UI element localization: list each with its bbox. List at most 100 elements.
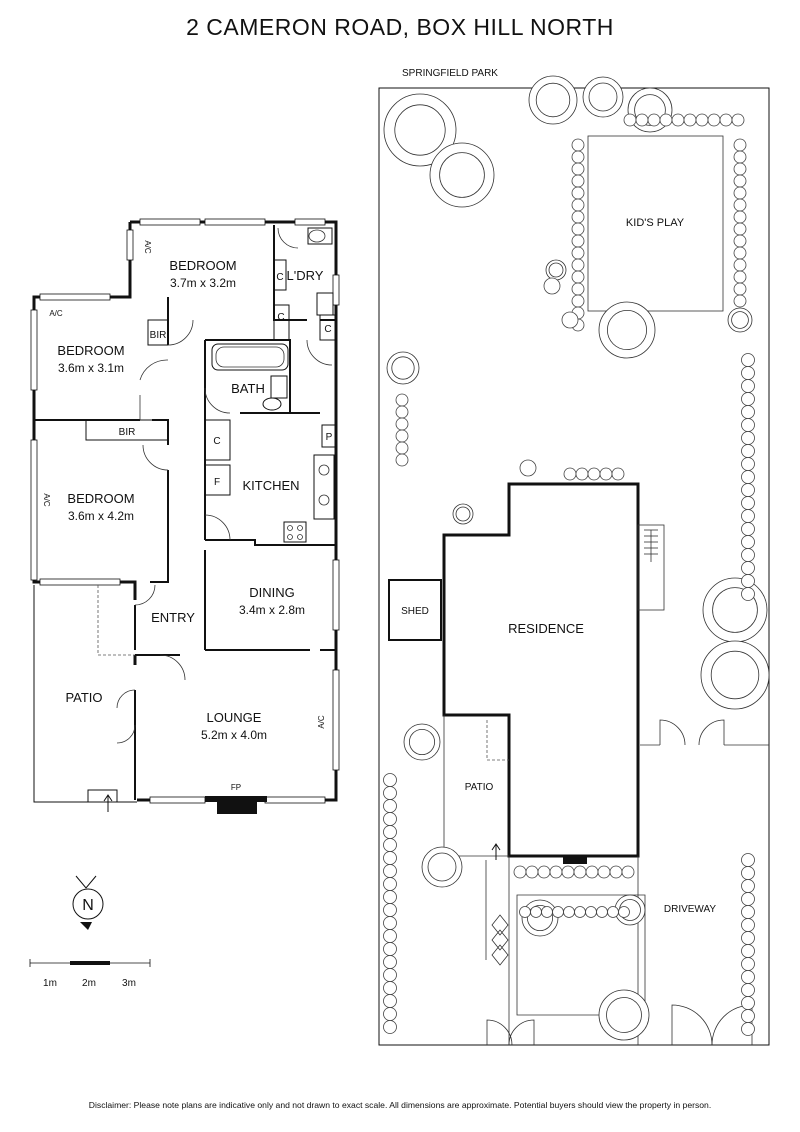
label-ac-lounge: A/C	[317, 715, 326, 729]
shrub	[395, 441, 409, 455]
shrub	[383, 825, 397, 839]
shrub	[741, 418, 755, 432]
shrub	[383, 981, 397, 995]
shrub	[741, 457, 755, 471]
shrub	[383, 929, 397, 943]
shrub	[733, 270, 747, 284]
label-kids-play: KID'S PLAY	[626, 217, 685, 229]
shrub	[395, 417, 409, 431]
tree-inner	[710, 650, 760, 700]
shrub	[541, 906, 553, 918]
shrub	[571, 234, 585, 248]
shrub	[571, 138, 585, 152]
tree-inner	[588, 82, 618, 112]
shrub	[741, 561, 755, 575]
shrub	[683, 113, 697, 127]
shrub	[573, 865, 587, 879]
shrub	[741, 535, 755, 549]
shrub	[733, 174, 747, 188]
shrub	[519, 459, 537, 477]
shrub	[741, 983, 755, 997]
shrub	[741, 522, 755, 536]
shrub	[571, 246, 585, 260]
shrub	[741, 470, 755, 484]
room-kitchen-name: KITCHEN	[242, 478, 299, 493]
room-lounge-name: LOUNGE	[207, 710, 262, 725]
shrub	[383, 773, 397, 787]
patio-outline	[33, 585, 137, 803]
shrub	[561, 865, 575, 879]
windows	[30, 218, 340, 804]
shrub	[519, 906, 531, 918]
residence-fireplace	[563, 856, 587, 864]
shrub	[741, 509, 755, 523]
shrub	[741, 496, 755, 510]
patio-arrow	[103, 794, 113, 812]
built-ins	[85, 259, 337, 496]
shrub	[741, 431, 755, 445]
site-gates	[486, 719, 769, 1046]
shrub	[537, 865, 551, 879]
shrub	[383, 1007, 397, 1021]
shrub	[561, 311, 579, 329]
site-patio-dashed	[486, 720, 509, 761]
shrub	[571, 270, 585, 284]
label-cupboard-laundry-2: C	[277, 312, 284, 323]
shrub	[741, 879, 755, 893]
shrub	[563, 906, 575, 918]
shrub	[671, 113, 685, 127]
shrub	[618, 906, 630, 918]
label-site-patio: PATIO	[465, 782, 494, 793]
shrub	[383, 955, 397, 969]
shrub	[552, 906, 564, 918]
shrub	[543, 277, 561, 295]
label-bir-bedroom-2: BIR	[150, 330, 167, 341]
shrub	[383, 903, 397, 917]
shrub	[647, 113, 661, 127]
shrub	[741, 931, 755, 945]
tree-inner	[606, 997, 642, 1033]
label-ac-bedroom-3: A/C	[42, 493, 51, 507]
tree-inner	[607, 309, 648, 350]
shrub	[741, 366, 755, 380]
shrub	[733, 186, 747, 200]
disclaimer: Disclaimer: Please note plans are indica…	[88, 1100, 712, 1110]
shrub	[571, 282, 585, 296]
label-pantry: P	[326, 432, 333, 443]
shrub	[741, 1022, 755, 1036]
shrub	[596, 906, 608, 918]
shrub	[571, 210, 585, 224]
shrub	[623, 113, 637, 127]
scale-bar: 1m 2m 3m	[29, 959, 151, 989]
shrub	[733, 222, 747, 236]
room-dining-name: DINING	[249, 585, 295, 600]
shrub	[395, 429, 409, 443]
room-bedroom-2-name: BEDROOM	[57, 343, 124, 358]
scale-label-2: 2m	[82, 978, 96, 989]
label-bir-bedroom-3: BIR	[119, 427, 136, 438]
label-driveway: DRIVEWAY	[664, 904, 717, 915]
shrub	[707, 113, 721, 127]
shrub	[574, 906, 586, 918]
room-dining-size: 3.4m x 2.8m	[239, 603, 305, 617]
shrub	[741, 892, 755, 906]
shrub	[383, 838, 397, 852]
bath-fixtures	[211, 227, 334, 411]
shrub	[733, 162, 747, 176]
kids-play-area	[587, 135, 724, 312]
shrub	[741, 587, 755, 601]
shrub	[695, 113, 709, 127]
tree-inner	[455, 506, 471, 522]
room-patio-name: PATIO	[65, 690, 102, 705]
room-bedroom-1-size: 3.7m x 3.2m	[170, 276, 236, 290]
shrub	[733, 282, 747, 296]
site-arrow	[491, 843, 501, 860]
shrub	[383, 890, 397, 904]
shrub	[383, 864, 397, 878]
label-fireplace: FP	[231, 783, 241, 792]
label-shed: SHED	[401, 606, 429, 617]
north-compass: N	[72, 875, 104, 930]
floor-plan: BEDROOM 3.7m x 3.2m L'DRY BEDROOM 3.6m x…	[30, 218, 340, 814]
room-bedroom-1-name: BEDROOM	[169, 258, 236, 273]
